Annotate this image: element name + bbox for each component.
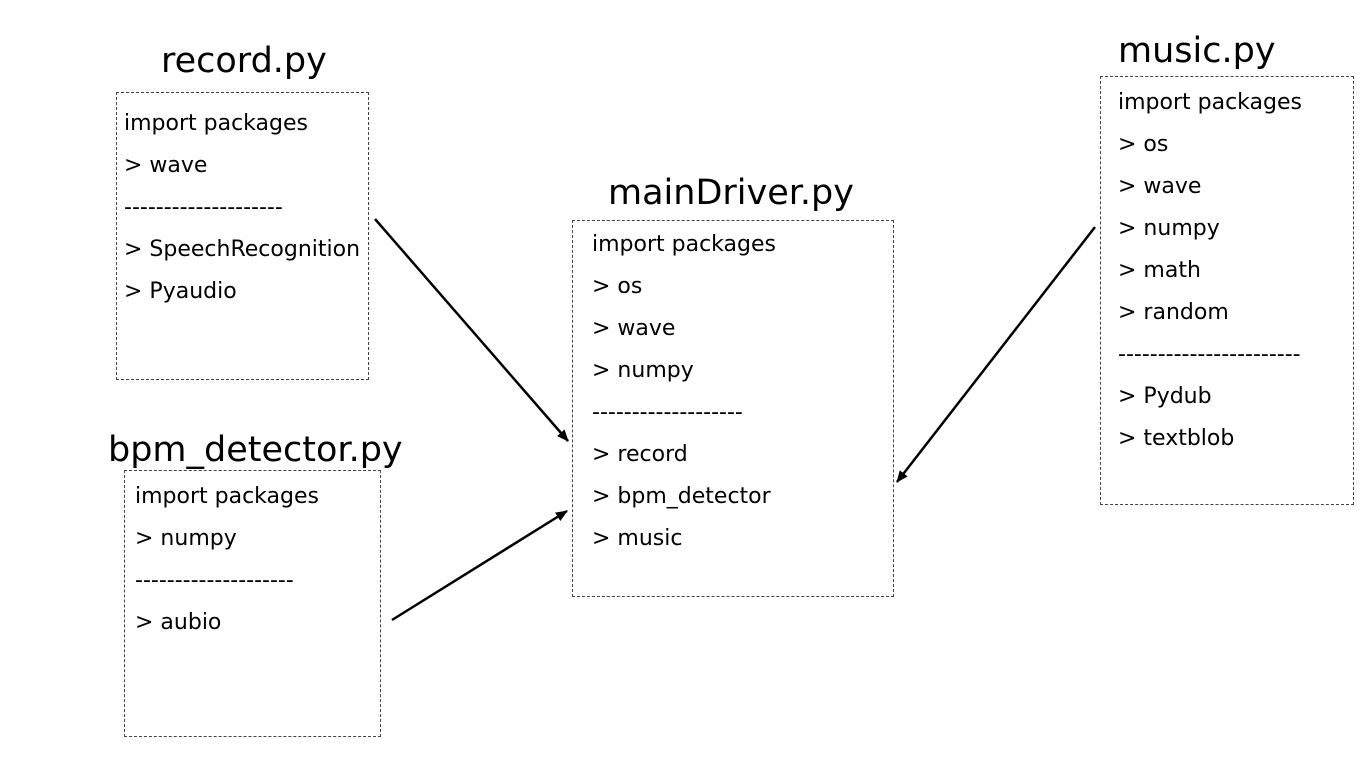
music-line: > numpy xyxy=(1118,216,1220,241)
music-title: music.py xyxy=(1118,31,1276,71)
bpm-detector-title: bpm_detector.py xyxy=(108,430,403,470)
main-driver-line: > numpy xyxy=(592,358,694,383)
music-line: > wave xyxy=(1118,174,1202,199)
bpm-detector-line: > numpy xyxy=(135,526,237,551)
music-line: > textblob xyxy=(1118,426,1235,451)
music-line: > os xyxy=(1118,132,1169,157)
music-separator: ----------------------- xyxy=(1118,342,1301,367)
music-line: > math xyxy=(1118,258,1201,283)
music-line: > random xyxy=(1118,300,1229,325)
arrow-music-to-main xyxy=(896,226,1096,483)
record-line: import packages xyxy=(124,111,308,136)
main-driver-separator: ------------------- xyxy=(592,400,743,425)
main-driver-line: > record xyxy=(592,442,688,467)
main-driver-line: > wave xyxy=(592,316,676,341)
bpm-detector-separator: -------------------- xyxy=(135,568,294,593)
bpm-detector-line: > aubio xyxy=(135,610,222,635)
main-driver-line: > os xyxy=(592,274,643,299)
music-line: import packages xyxy=(1118,90,1302,115)
main-driver-line: import packages xyxy=(592,232,776,257)
main-driver-line: > music xyxy=(592,526,683,551)
record-separator: -------------------- xyxy=(124,195,283,220)
record-line: > Pyaudio xyxy=(124,279,237,304)
music-box xyxy=(1100,76,1354,505)
main-driver-title: mainDriver.py xyxy=(608,173,854,213)
record-title: record.py xyxy=(161,41,327,81)
arrow-record-to-main xyxy=(374,218,569,442)
record-line: > SpeechRecognition xyxy=(124,237,361,262)
arrow-bpm-to-main xyxy=(391,509,568,622)
bpm-detector-box xyxy=(124,470,381,737)
record-box xyxy=(116,92,369,380)
main-driver-box xyxy=(572,220,894,597)
record-line: > wave xyxy=(124,153,208,178)
bpm-detector-line: import packages xyxy=(135,484,319,509)
main-driver-line: > bpm_detector xyxy=(592,484,771,509)
music-line: > Pydub xyxy=(1118,384,1212,409)
